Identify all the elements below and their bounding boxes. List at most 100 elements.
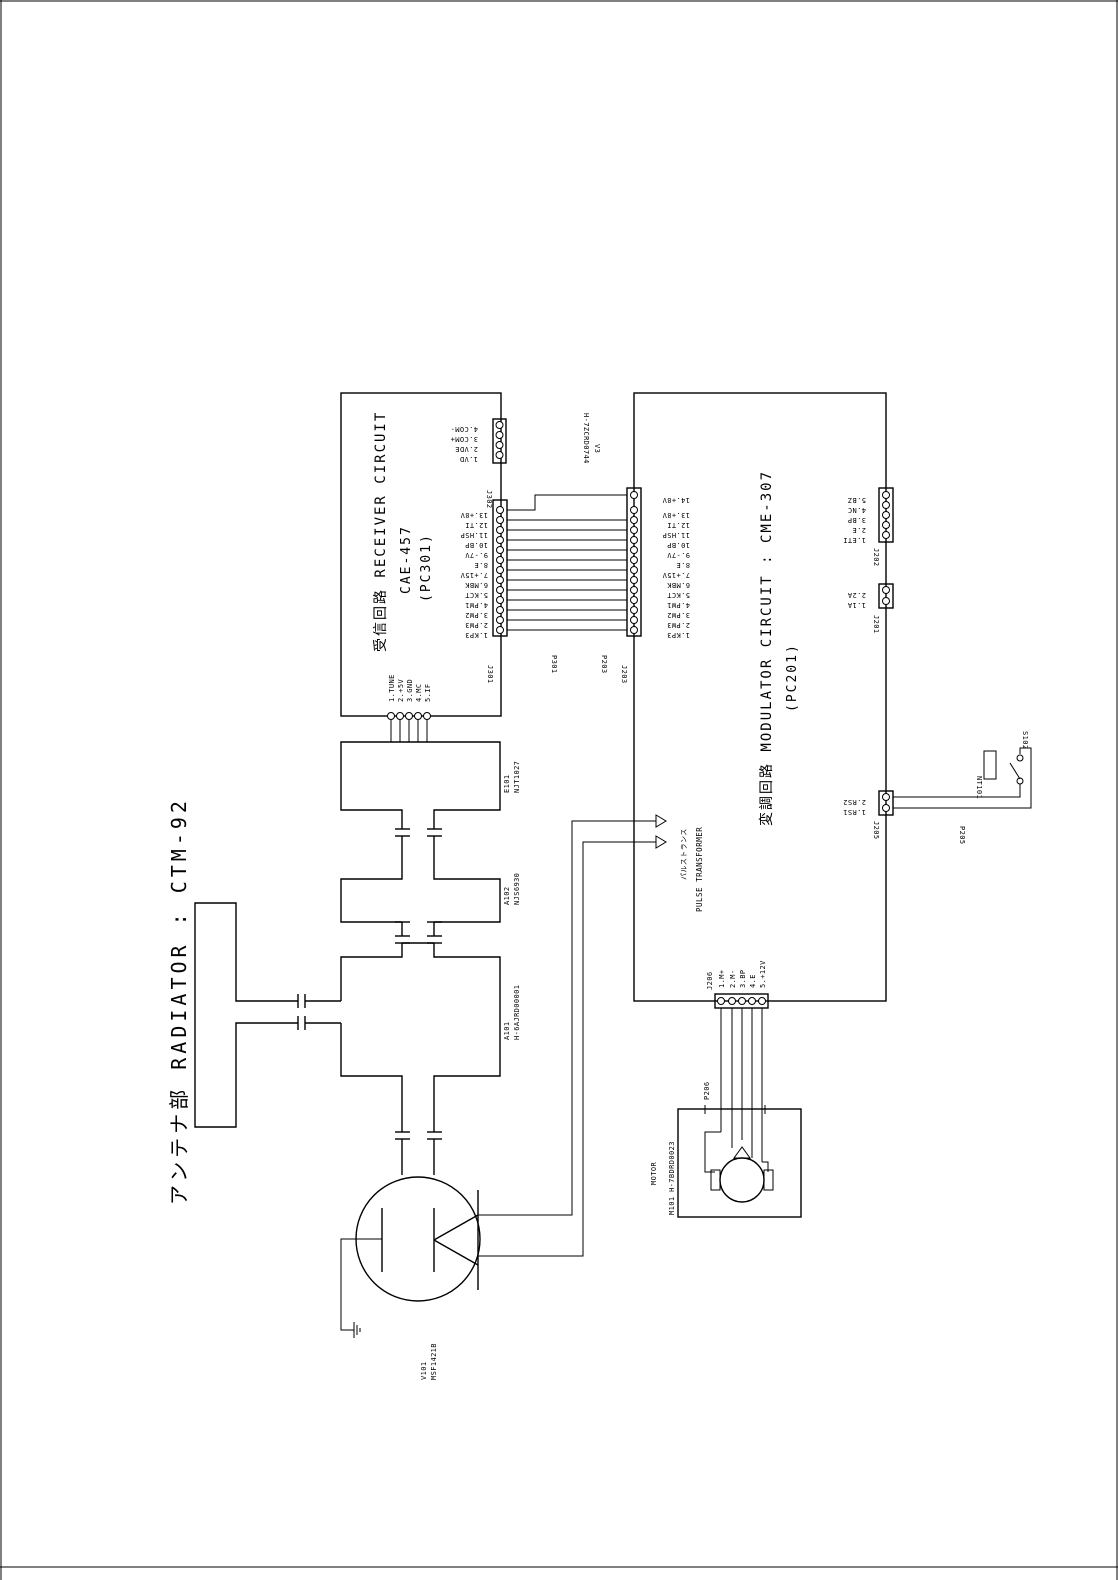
j206-pin-labels: 1.M+ 2.M- 3.BP 4.E 5.+12V	[718, 960, 767, 988]
j302-pins: 1.VD 2.VDE 3.COM+ 4.COM-	[450, 425, 478, 463]
a102-block	[340, 836, 501, 923]
p205-label: P205	[958, 826, 966, 844]
j301-pin-4: 4.PW1	[465, 601, 488, 609]
j203-pin-12: 12.TI	[667, 521, 690, 529]
j301-pin-3: 3.PW2	[465, 611, 488, 619]
if-pin-3: 3.GND	[406, 679, 414, 702]
a101-part: H-6AJRD00001	[513, 985, 521, 1040]
j205-pin-2: 2.RS2	[843, 798, 866, 806]
j301-pin-12: 12.TI	[465, 521, 488, 529]
p301-label: P301	[550, 655, 558, 673]
j301-pin-labels: 1.KP3 2.PW3 3.PW2 4.PW1 5.KCT 6.MBK 7.+1…	[460, 511, 488, 639]
j201-pin-1: 1.1A	[847, 601, 866, 609]
harness-variant: V3	[593, 444, 601, 453]
a102-part: NJS6930	[513, 873, 521, 905]
j206-pin-4: 4.E	[749, 974, 757, 988]
j201-pin-2: 2.2A	[847, 591, 866, 599]
v101-ref: V101	[420, 1362, 428, 1380]
j203-pin-2: 2.PW3	[667, 621, 690, 629]
j205-pin-1: 1.RS1	[843, 808, 866, 816]
j203-pin-7: 7.+15V	[662, 571, 690, 579]
motor-label: MOTOR	[650, 1162, 658, 1185]
receiver-if-connector	[387, 712, 431, 720]
j202-pin-4: 4.NC	[848, 506, 866, 514]
e101-part: NJT1027	[513, 761, 521, 793]
j203-pin-8: 8.E	[676, 561, 690, 569]
v101-part: MSF1421B	[430, 1343, 438, 1380]
j201-label: J201	[872, 615, 880, 633]
j203-pin-14: 14.+8V	[662, 496, 690, 504]
j301-pin-13: 13.+8V	[460, 511, 488, 519]
j302-pin-2: 2.VDE	[455, 445, 478, 453]
receiver-model: CAE-457	[399, 525, 414, 594]
modulator-pc: (PC201)	[785, 643, 800, 712]
receiver-pc: (PC301)	[419, 533, 434, 602]
j202-pin-5: 5.BZ	[848, 496, 866, 504]
a101-ref: A101	[503, 1022, 511, 1040]
j205-connector	[878, 790, 894, 816]
pulse-transformer-label: PULSE TRANSFORMER	[695, 827, 704, 912]
j202-connector	[878, 487, 894, 543]
j202-pin-3: 3.BP	[848, 516, 866, 524]
j206-pin-5: 5.+12V	[759, 960, 767, 988]
harness-part: H-7ZCRD0744	[582, 413, 590, 464]
j202-pin-1: 1.ETI	[843, 536, 866, 544]
j205-label: J205	[872, 821, 880, 839]
v101-magnetron	[340, 1139, 481, 1338]
pulse-transformer-wires	[478, 814, 667, 1257]
j301-connector	[492, 499, 508, 637]
j202-pin-labels: 1.ETI 2.E 3.BP 4.NC 5.BZ	[843, 496, 866, 544]
j302-pin-3: 3.COM+	[450, 435, 478, 443]
e101-block	[340, 741, 501, 829]
if-pin-1: 1.TUNE	[388, 674, 396, 702]
a101-block	[340, 942, 501, 1132]
j203-pin-13: 13.+8V	[662, 511, 690, 519]
j201-connector	[878, 583, 894, 609]
receiver-title: 受信回路 RECEIVER CIRCUIT	[373, 411, 389, 652]
j202-label: J202	[872, 548, 880, 566]
radiator-title: アンテナ部 RADIATOR : CTM-92	[167, 797, 191, 1205]
j203-pin-9: 9.-7V	[667, 551, 690, 559]
j206-pin-3: 3.BP	[739, 970, 747, 988]
j206-pin-1: 1.M+	[718, 970, 726, 988]
j301-pin-11: 11.HSP	[460, 531, 488, 539]
j203-pin-10: 10.BP	[667, 541, 690, 549]
e101-ref: E101	[503, 775, 511, 793]
j301-pin-1: 1.KP3	[465, 631, 488, 639]
j301-pin-6: 6.MBK	[465, 581, 488, 589]
j203-pin-5: 5.KCT	[667, 591, 690, 599]
if-pin-5: 5.IF	[424, 684, 432, 702]
j203-connector	[626, 487, 642, 637]
j203-pin-11: 11.HSP	[662, 531, 690, 539]
p206-label: P206	[703, 1082, 711, 1100]
j301-pin-8: 8.E	[474, 561, 488, 569]
j301-pin-2: 2.PW3	[465, 621, 488, 629]
thermistor-switch-circuit	[893, 747, 1032, 809]
j203-pin-3: 3.PW2	[667, 611, 690, 619]
if-pin-2: 2.+5V	[397, 679, 405, 702]
receiver-if-pins: 1.TUNE 2.+5V 3.GND 4.MC 5.IF	[388, 674, 432, 702]
harness-cable	[507, 494, 627, 631]
j301-pins-graphic	[496, 506, 504, 634]
j203-pin-labels: 1.KP3 2.PW3 3.PW2 4.PW1 5.KCT 6.MBK 7.+1…	[662, 496, 690, 639]
if-cable	[390, 720, 428, 742]
motor-ref: M101 H-7BDRD0023	[668, 1141, 676, 1215]
motor-assembly	[677, 1008, 802, 1218]
j202-pin-2: 2.E	[852, 526, 866, 534]
pulse-transformer-jp: パルストランス	[680, 828, 688, 880]
radiator-element	[194, 902, 341, 1128]
j302-label: J302	[485, 490, 493, 508]
s102-label: S102	[1021, 731, 1029, 749]
j206-label: J206	[706, 972, 714, 990]
p203-label: P203	[600, 655, 608, 673]
nt101-label: NT101	[975, 776, 983, 799]
j302-pin-4: 4.COM-	[450, 425, 478, 433]
if-pin-4: 4.MC	[415, 684, 423, 702]
a102-ref: A102	[503, 887, 511, 905]
j302-pin-1: 1.VD	[460, 455, 478, 463]
j301-pin-5: 5.KCT	[465, 591, 488, 599]
j203-pin-4: 4.PW1	[667, 601, 690, 609]
j301-pin-7: 7.+15V	[460, 571, 488, 579]
